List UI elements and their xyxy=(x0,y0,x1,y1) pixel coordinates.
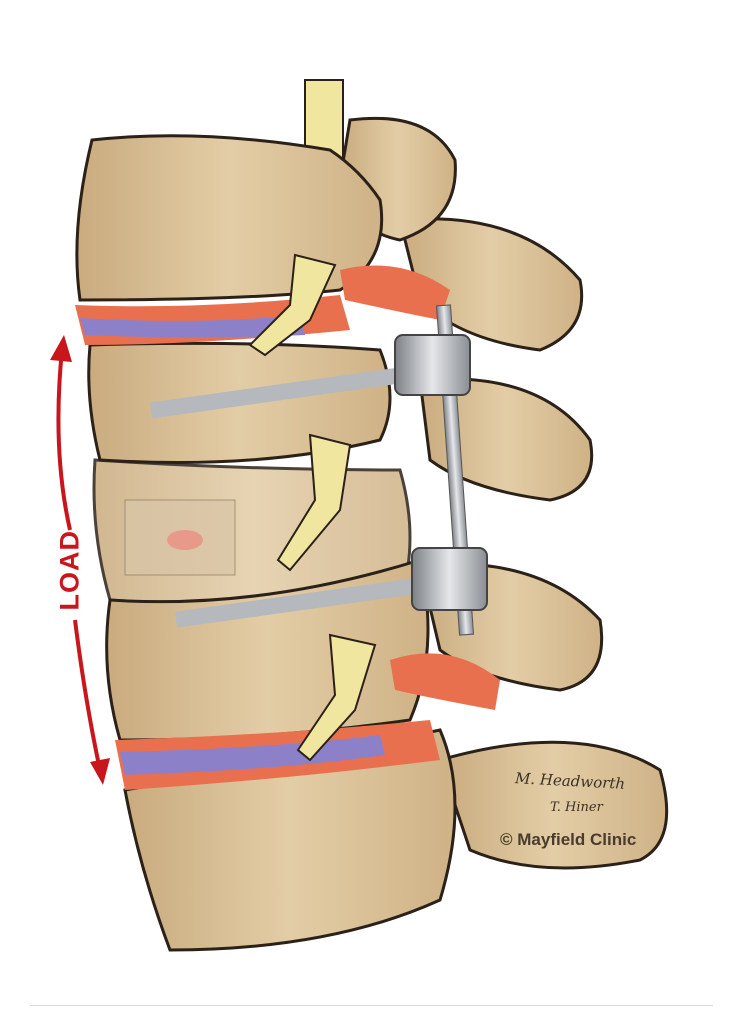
copyright-credit: © Mayfield Clinic xyxy=(500,830,637,849)
pedicle-screws xyxy=(150,367,415,628)
vertebral-bodies xyxy=(75,134,457,952)
vertebra-upper xyxy=(75,134,384,302)
screw-heads xyxy=(394,334,488,611)
divider xyxy=(30,1005,713,1006)
cage-graft xyxy=(167,530,203,550)
load-label: LOAD xyxy=(54,530,85,611)
artist-signature-2: T. Hiner xyxy=(550,800,603,815)
load-arrow xyxy=(50,335,110,785)
nerve-roots xyxy=(248,253,377,762)
